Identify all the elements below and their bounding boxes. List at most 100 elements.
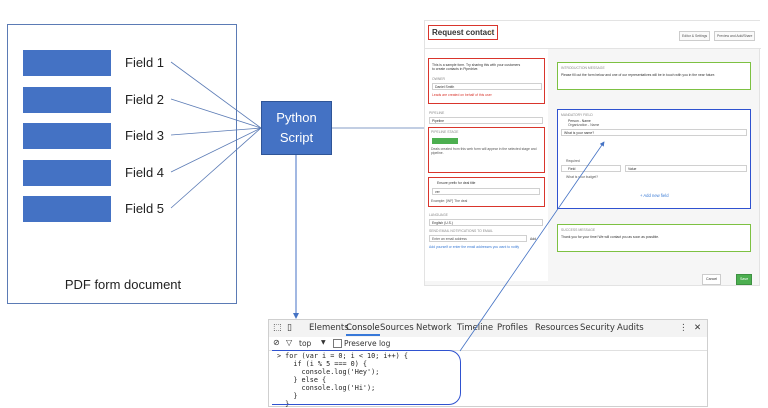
prefix-checkbox-label[interactable]: Ensure prefix for deal title [437,181,476,185]
intro-text-line2: to create contacts in Pipedrive. [432,67,479,71]
success-message-text: Thank you for your time! We will contact… [561,235,660,239]
notify-add-button[interactable]: Add [530,237,537,241]
language-select[interactable]: English (U.S.) [429,219,543,226]
stage-selector[interactable] [432,138,458,144]
pdf-field-2-label: Field 2 [125,92,165,107]
console-filter-bar: ⊘ ▽ top ▼ Preserve log [269,337,707,351]
tab-timeline[interactable]: Timeline [457,323,494,333]
tab-audits[interactable]: Audits [617,323,644,333]
prefix-input[interactable]: ver [432,188,540,195]
pipeline-value: Pipeline [432,119,445,123]
organization-name-field[interactable]: Organization - Name [568,123,600,127]
form-header: Request contact ✎ Editor & Settings Prev… [425,21,761,49]
notify-placeholder: Enter an email address [432,237,467,241]
tab-network[interactable]: Network [416,323,452,333]
pdf-field-5-box [23,196,111,222]
stage-hint-line1: Deals created from this web form will ap… [431,147,537,151]
intro-text-line1: This is a sample form. Try sharing this … [432,63,521,67]
form-preview-column: INTRODUCTION MESSAGE Please fill out the… [553,52,755,282]
field-select[interactable]: Field [561,165,621,172]
pdf-form-document: Field 1 Field 2 Field 3 Field 4 Field 5 … [7,24,237,304]
prefix-settings-group: Ensure prefix for deal title ver Example… [428,177,545,207]
intro-message-box[interactable]: INTRODUCTION MESSAGE Please fill out the… [557,62,751,90]
success-message-box[interactable]: SUCCESS MESSAGE Thank you for your time!… [557,224,751,252]
code-highlight-callout [272,350,461,405]
stage-label: PIPELINE STAGE [431,130,459,134]
tab-elements[interactable]: Elements [309,323,349,333]
pdf-field-4-box [23,160,111,186]
save-button[interactable]: Save [736,274,753,285]
devtools-tab-bar: ⬚ ▯ Elements Console Sources Network Tim… [269,320,707,338]
edit-pencil-icon[interactable]: ✎ [489,30,493,35]
python-script-box: Python Script [261,101,332,155]
tab-resources[interactable]: Resources [535,323,579,333]
editor-settings-tab[interactable]: Editor & Settings [679,31,711,41]
field-select-value: Field [568,167,576,171]
pdf-caption: PDF form document [64,277,182,292]
add-new-field-button[interactable]: + Add new field [640,193,669,198]
chevron-down-icon[interactable]: ▼ [321,339,326,346]
value-select-value: Value [628,167,637,171]
code-line-2: if (i % 5 === 0) { [277,360,368,368]
tab-security[interactable]: Security [580,323,615,333]
code-line-6: } [277,392,298,400]
language-label: LANGUAGE [429,213,448,217]
tab-sources[interactable]: Sources [380,323,414,333]
owner-value: Daniel Smith [435,85,455,89]
prefix-value: ver [435,190,440,194]
filter-icon[interactable]: ▽ [286,338,293,347]
pdf-field-5-label: Field 5 [125,201,165,216]
tab-profiles[interactable]: Profiles [497,323,528,333]
name-question-input[interactable]: What is your name? [561,129,747,136]
preserve-log-label: Preserve log [344,339,391,348]
required-checkbox-label[interactable]: Required [566,159,580,163]
python-script-line2: Script [279,130,314,145]
notify-hint: Add yourself or enter the email addresse… [429,245,520,249]
pipeline-select[interactable]: Pipeline [429,117,543,124]
close-icon[interactable]: ✕ [694,323,702,333]
owner-select[interactable]: Daniel Smith [432,83,542,90]
preview-share-tab[interactable]: Preview and Add/Share [714,31,756,41]
notify-email-input[interactable]: Enter an email address [429,235,527,242]
intro-message-label: INTRODUCTION MESSAGE [561,66,605,70]
value-select[interactable]: Value [625,165,747,172]
name-question-text: What is your name? [564,131,595,135]
person-name-field[interactable]: Person - Name [568,119,591,123]
console-output[interactable]: > for (var i = 0; i < 10; i++) { if (i %… [269,351,707,408]
intro-message-text: Please fill out the form below and one o… [561,73,716,77]
stage-hint-line2: pipeline. [431,151,444,155]
code-line-3: console.log('Hey'); [277,368,380,376]
pdf-field-1-box [23,50,111,76]
pdf-field-3-box [23,123,111,149]
success-message-label: SUCCESS MESSAGE [561,228,596,232]
form-title: Request contact [428,25,499,40]
device-toggle-icon[interactable]: ▯ [287,323,292,333]
budget-question: What is your budget? [566,175,599,179]
notify-label: SEND EMAIL NOTIFICATIONS TO EMAIL [429,229,493,233]
tab-console[interactable]: Console [346,323,380,336]
pdf-field-4-label: Field 4 [125,165,165,180]
code-line-5: console.log('Hi'); [277,384,376,392]
owner-label: OWNER [432,77,445,81]
web-form-builder: Request contact ✎ Editor & Settings Prev… [424,20,761,286]
clear-console-icon[interactable]: ⊘ [273,338,280,347]
owner-settings-group: This is a sample form. Try sharing this … [428,58,545,104]
python-script-line1: Python [276,110,317,125]
cancel-button[interactable]: Cancel [702,274,722,285]
stage-settings-group: PIPELINE STAGE Deals created from this w… [428,127,545,173]
owner-hint: Leads are created on behalf of this user [432,93,492,97]
pdf-field-2-box [23,87,111,113]
preserve-log-checkbox[interactable] [333,339,342,348]
form-settings-column: This is a sample form. Try sharing this … [425,49,548,281]
mandatory-label: MANDATORY FIELD [561,113,593,117]
code-line-4: } else { [277,376,327,384]
mandatory-fields-box: MANDATORY FIELD Person - Name Organizati… [557,109,751,209]
context-select[interactable]: top [299,339,312,348]
prefix-hint: Example: [WF] The deal [431,199,468,203]
pdf-field-3-label: Field 3 [125,128,165,143]
more-menu-icon[interactable]: ⋮ [679,323,688,333]
language-value: English (U.S.) [432,221,453,225]
inspect-element-icon[interactable]: ⬚ [273,323,282,333]
pipeline-label: PIPELINE [429,111,445,115]
pdf-field-1-label: Field 1 [125,55,165,70]
